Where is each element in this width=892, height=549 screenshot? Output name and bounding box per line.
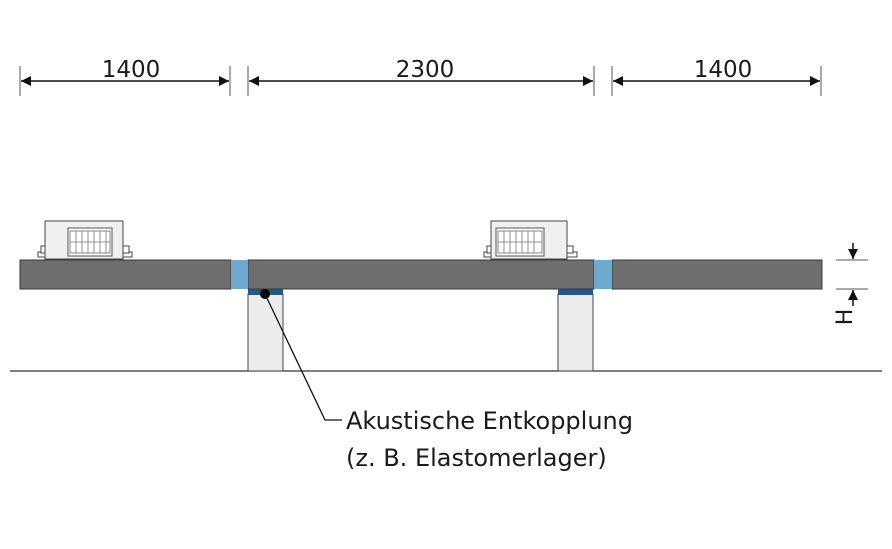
slab-right — [611, 259, 823, 290]
slab-middle — [247, 259, 595, 290]
joint-left — [231, 260, 248, 289]
annotation-line-2: (z. B. Elastomerlager) — [346, 444, 607, 472]
height-dimension: H — [833, 243, 868, 325]
support-pier-left — [247, 293, 284, 372]
dimension-right-label: 1400 — [694, 57, 753, 83]
dimension-left-label: 1400 — [102, 57, 161, 83]
dimension-middle-label: 2300 — [396, 57, 455, 83]
support-pier-right — [557, 293, 594, 372]
joint-right — [594, 260, 612, 289]
annotation-line-1: Akustische Entkopplung — [346, 407, 633, 435]
machine-left — [37, 220, 133, 260]
height-label: H — [833, 309, 858, 326]
annotation-leader — [260, 289, 342, 421]
machine-right — [483, 220, 578, 260]
dimension-chain: 1400 2300 1400 — [19, 57, 822, 96]
slab-left — [19, 259, 232, 290]
leader-line — [264, 293, 342, 421]
elastomer-bearing-right — [558, 289, 593, 295]
